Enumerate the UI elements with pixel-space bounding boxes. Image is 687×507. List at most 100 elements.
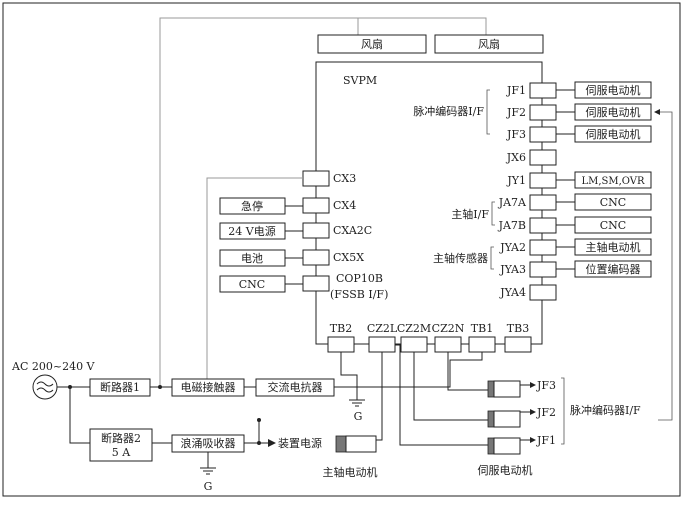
right-connector-group: [529, 82, 557, 301]
servo-motor-1-icon: [487, 380, 521, 398]
device-box-servo-2: [574, 103, 652, 121]
device-box-cnc-1: [574, 193, 652, 211]
connector-label-tb3: TB3: [507, 322, 529, 335]
ground-label-2: G: [204, 480, 213, 493]
connector-label-jf1: JF1: [506, 84, 526, 97]
connector-label-jx6: JX6: [506, 151, 526, 164]
fan-box-2: [434, 34, 544, 54]
reactor-to-tb1-line: [334, 352, 483, 388]
device-label-servo-2: 伺服电动机: [586, 105, 641, 119]
device-label-lm-sm-ovr: LM,SM,OVR: [581, 176, 645, 187]
fan-label-2: 风扇: [478, 37, 500, 51]
connector-label-jya4: JYA4: [499, 286, 526, 299]
svpm-label: SVPM: [343, 74, 377, 87]
device-box-servo-3: [574, 125, 652, 143]
device-box-battery: [219, 249, 286, 267]
connector-box-jya4: [529, 284, 557, 301]
connector-label-jya2: JYA2: [499, 241, 526, 254]
connector-label-cz2l: CZ2L: [367, 322, 398, 335]
device-power-label: 装置电源: [278, 436, 322, 450]
right-device-group: [574, 81, 652, 278]
connector-box-jf2: [529, 104, 557, 121]
connector-label-jy1: JY1: [506, 174, 526, 187]
ac-source-label: AC 200~240 V: [11, 360, 96, 373]
feedback-arrows: [520, 382, 536, 443]
ground-label-1: G: [354, 410, 363, 423]
brace-spindle-if: [491, 201, 495, 226]
connector-label-cz2n: CZ2N: [432, 322, 465, 335]
connector-box-cx3: [302, 170, 330, 187]
spindle-motor-label: 主轴电动机: [323, 465, 378, 479]
connector-box-cx4: [302, 197, 330, 214]
connector-box-jf3: [529, 126, 557, 143]
feedback-port-jf3: JF3: [536, 379, 556, 392]
breaker1-label: 断路器1: [100, 380, 140, 394]
connector-label-ja7b: JA7B: [498, 219, 526, 232]
connector-label-tb2: TB2: [330, 322, 352, 335]
breaker2-box: [89, 428, 153, 462]
ground-symbol-1: [349, 399, 365, 407]
feedback-label: 脉冲编码器I/F: [570, 403, 641, 417]
cz2n-to-servo-line: [447, 352, 488, 391]
device-label-cnc-2: CNC: [600, 219, 626, 232]
ac-source-icon: [32, 374, 58, 400]
outer-frame: [2, 2, 681, 497]
servo-motor-3-icon: [487, 437, 521, 455]
device-box-cnc-2: [574, 216, 652, 234]
connector-label-jf3: JF3: [506, 128, 526, 141]
device-label-servo-1: 伺服电动机: [586, 83, 641, 97]
connector-box-cx5x: [302, 249, 330, 266]
connector-label-tb1: TB1: [471, 322, 493, 335]
fan-box-1: [317, 34, 427, 54]
breaker2-rating: 5 A: [112, 446, 131, 459]
ac-wave-icon: [36, 381, 54, 393]
brace-pulse-encoder: [486, 89, 490, 135]
tb2-ground-line: [340, 352, 358, 400]
device-box-spindle-motor: [574, 238, 652, 256]
device-box-24v: [219, 222, 286, 240]
cx3-to-contactor-line: [206, 177, 303, 385]
group-label-spindle-if: 主轴I/F: [451, 207, 489, 221]
feedback-return-line: [658, 111, 673, 421]
junction-dot-2: [158, 385, 162, 389]
connector-box-cop10b: [302, 275, 330, 292]
breaker2-label: 断路器2: [101, 431, 141, 445]
contactor-label: 电磁接触器: [181, 380, 236, 394]
brace-feedback: [561, 377, 565, 445]
device-label-estop: 急停: [241, 199, 263, 213]
left-device-links: [206, 177, 303, 385]
fan-supply-line: [159, 17, 487, 385]
connector-box-tb2: [327, 336, 355, 353]
device-label-cnc-left: CNC: [239, 278, 265, 291]
connector-box-jy1: [529, 172, 557, 189]
device-label-position-encoder: 位置编码器: [586, 262, 641, 276]
device-label-servo-3: 伺服电动机: [586, 127, 641, 141]
device-label-battery: 电池: [241, 252, 263, 265]
device-power-arrow-icon: [268, 439, 276, 447]
connector-box-tb1: [468, 336, 496, 353]
connector-label-fssb: (FSSB I/F): [330, 288, 388, 301]
connector-box-ja7a: [529, 194, 557, 211]
connector-box-jya3: [529, 261, 557, 278]
connector-box-cz2l: [368, 336, 396, 353]
device-box-cnc-left: [219, 275, 286, 293]
connector-box-ja7b: [529, 217, 557, 234]
brace-spindle-sensor: [490, 246, 494, 270]
absorber-label: 浪涌吸收器: [181, 436, 236, 450]
group-label-spindle-sensor: 主轴传感器: [433, 251, 488, 265]
feedback-port-jf1: JF1: [536, 434, 556, 447]
group-label-pulse-encoder: 脉冲编码器I/F: [413, 104, 484, 118]
connector-box-cz2m: [400, 336, 428, 353]
connector-label-jf2: JF2: [506, 106, 526, 119]
connector-box-jya2: [529, 239, 557, 256]
device-label-cnc-1: CNC: [600, 196, 626, 209]
spindle-motor-body-icon: [335, 435, 347, 453]
cz2m-to-servo-line: [413, 352, 488, 421]
device-label-24v: 24 V电源: [228, 224, 275, 238]
connector-box-cxa2c: [302, 222, 330, 239]
feedback-port-jf2: JF2: [536, 406, 556, 419]
connector-label-cx5x: CX5X: [333, 251, 364, 264]
connector-label-ja7a: JA7A: [498, 196, 527, 209]
right-device-links: [556, 89, 575, 270]
